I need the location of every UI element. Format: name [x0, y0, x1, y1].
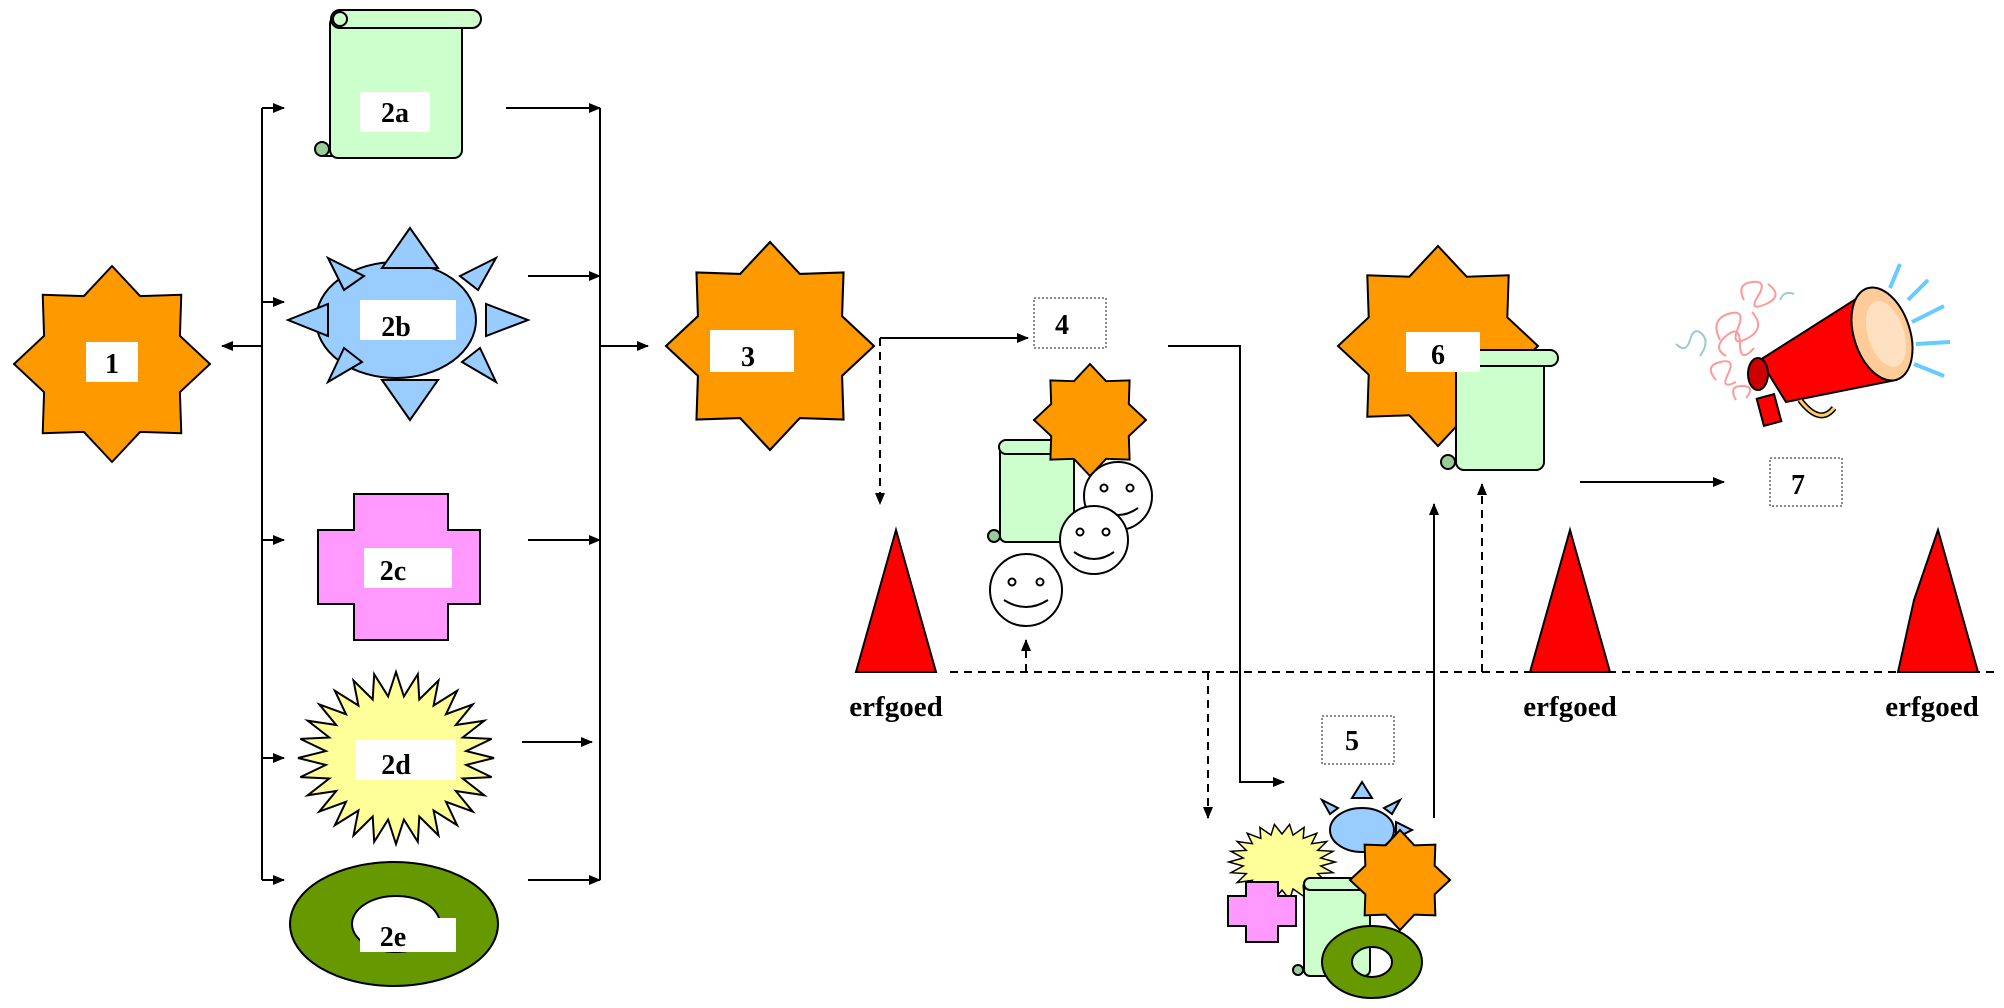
step-2b-node	[285, 226, 531, 422]
heritage-marker-c: erfgoed	[1885, 526, 1980, 723]
step-1-label-box	[86, 342, 138, 382]
step-6-node	[1338, 246, 1558, 470]
smiley-face-icon	[989, 553, 1063, 627]
step-5-cluster	[1225, 780, 1450, 999]
step-7-label-box	[1769, 457, 1843, 507]
step-2e-label: 2e	[380, 922, 406, 953]
step-4-cluster	[987, 364, 1152, 627]
step-6-label-box	[1406, 332, 1480, 372]
step-7-label: 7	[1791, 470, 1805, 501]
dashed-connectors	[875, 338, 1996, 819]
step-2c-label: 2c	[380, 556, 406, 587]
step-1-label: 1	[105, 349, 119, 380]
step-6-label: 6	[1431, 340, 1445, 371]
step-3-label-box	[710, 330, 794, 372]
step-5-label: 5	[1345, 726, 1359, 757]
step-2b-label-box	[360, 300, 456, 340]
step-4-label-box	[1033, 297, 1107, 349]
heritage-label-c: erfgoed	[1885, 691, 1978, 723]
step-2c-label-box	[364, 548, 452, 588]
heritage-marker-a: erfgoed	[849, 526, 943, 723]
step-2e-label-box	[360, 918, 456, 952]
connectors	[221, 103, 1725, 885]
step-5-label-box	[1321, 715, 1395, 765]
step-2b-label: 2b	[381, 312, 411, 343]
step-2a-label-box	[360, 92, 430, 132]
step-2d-label-box	[356, 740, 456, 780]
smiley-face-icon	[1059, 505, 1129, 575]
step-3-label: 3	[741, 342, 755, 373]
step-2d-label: 2d	[381, 750, 411, 781]
heritage-label-b: erfgoed	[1523, 691, 1616, 723]
step-2a-node	[314, 9, 482, 159]
step-1-node: 1	[14, 266, 210, 462]
heritage-label-a: erfgoed	[849, 691, 942, 723]
megaphone-icon	[1675, 263, 1951, 428]
step-4-label: 4	[1055, 310, 1069, 341]
step-2a-label: 2a	[381, 98, 409, 129]
heritage-marker-b: erfgoed	[1523, 526, 1617, 723]
